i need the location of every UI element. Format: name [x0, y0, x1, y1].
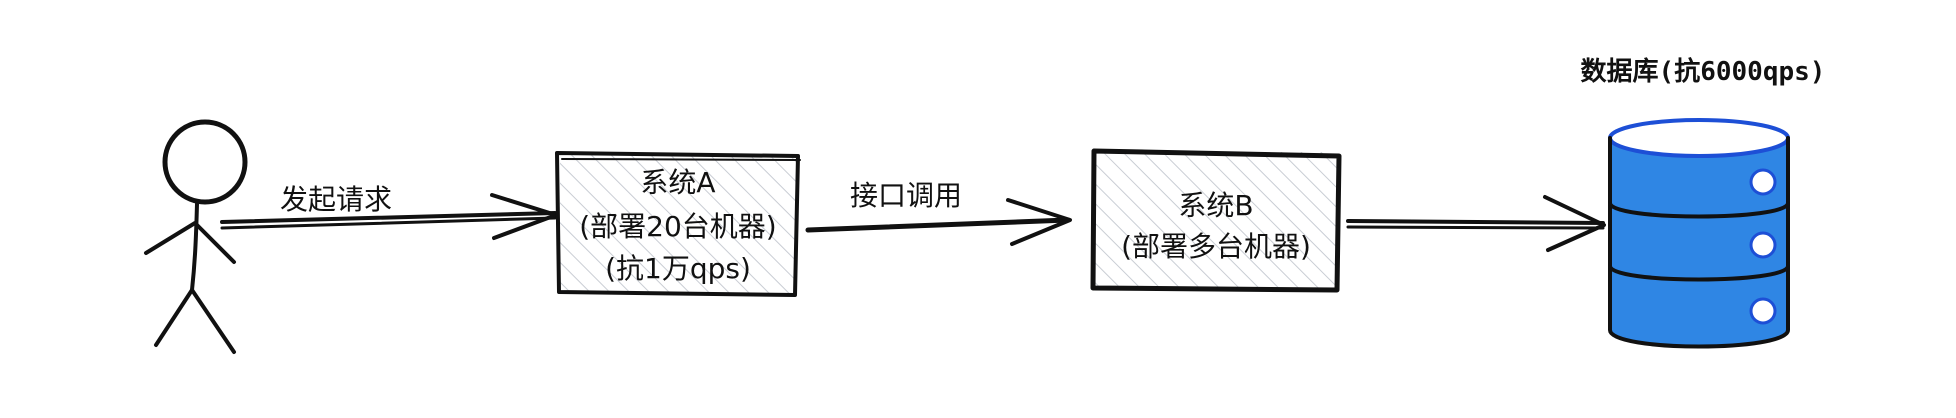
call-label: 接口调用: [850, 179, 962, 212]
system-a-box: [555, 151, 801, 297]
database-label: 数据库(抗6000qps): [1581, 56, 1826, 87]
system-a-deploy: (部署20台机器): [579, 210, 776, 243]
system-b-deploy: (部署多台机器): [1121, 230, 1311, 263]
system-a-title: 系统A: [640, 166, 715, 199]
arrow-system-a-to-system-b: [805, 198, 1072, 246]
system-a-qps: (抗1万qps): [605, 252, 751, 285]
database-icon: [1608, 118, 1790, 349]
user-stick-figure: [144, 119, 248, 354]
system-b-box: [1090, 148, 1342, 293]
system-b-title: 系统B: [1178, 189, 1253, 222]
request-label: 发起请求: [280, 183, 392, 216]
arrow-system-b-to-database: [1346, 195, 1606, 252]
